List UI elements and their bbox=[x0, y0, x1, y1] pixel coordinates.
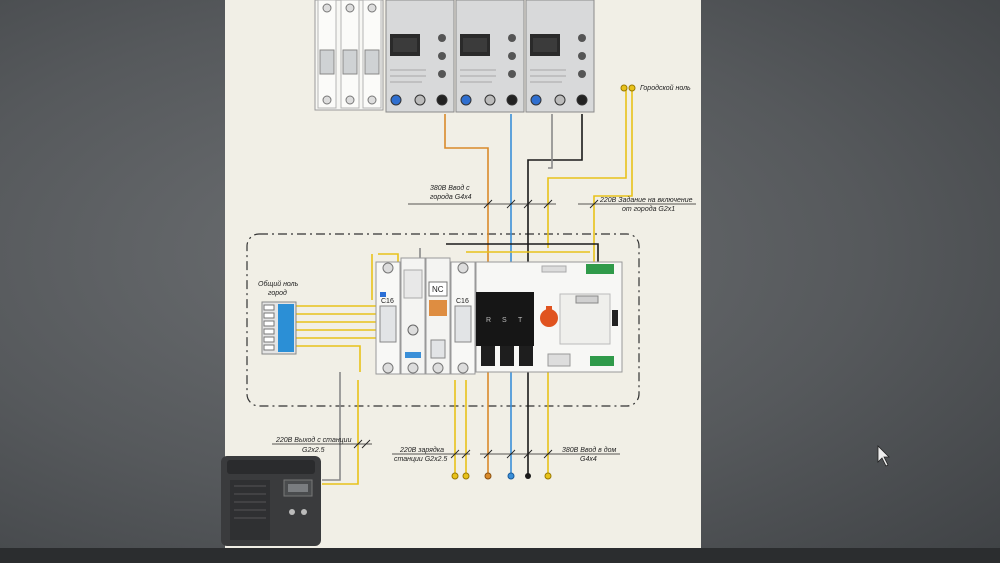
voltage-relay-icon bbox=[455, 0, 525, 113]
city-neutral-terminals bbox=[620, 84, 636, 92]
input-380-label-2: города G4x4 bbox=[430, 193, 472, 201]
breaker-left-icon bbox=[375, 261, 401, 375]
power-station-icon bbox=[221, 456, 321, 546]
phase-r-label: R bbox=[486, 317, 491, 324]
input-home-label-2: G4x4 bbox=[580, 456, 597, 463]
enclosure-border bbox=[246, 233, 640, 407]
phase-t-label: T bbox=[518, 317, 523, 324]
time-relay-icon bbox=[400, 257, 426, 375]
output-terminals bbox=[451, 472, 552, 480]
breaker-right-label: C16 bbox=[456, 298, 469, 305]
charge-220-label-2: станции G2x2.5 bbox=[394, 456, 447, 463]
breaker-left-label: C16 bbox=[381, 298, 394, 305]
common-neutral-label-1: Общий ноль bbox=[258, 280, 299, 288]
monitor-bezel bbox=[0, 548, 1000, 563]
voltage-relay-icon bbox=[525, 0, 595, 113]
mouse-cursor-icon[interactable] bbox=[877, 445, 890, 467]
cable-ticks bbox=[353, 199, 599, 459]
out-220-label-1: 220В Выход с станции bbox=[275, 436, 352, 444]
task-220-label-1: 220В Задание на включение bbox=[599, 196, 693, 204]
label-leaders bbox=[272, 203, 696, 455]
phase-s-label: S bbox=[502, 317, 507, 324]
contact-module-icon bbox=[425, 257, 451, 375]
input-380-label-1: 380В Ввод с bbox=[430, 184, 470, 192]
city-neutral-label: Городской ноль bbox=[640, 84, 691, 92]
terminal-block-icon bbox=[261, 301, 297, 355]
ats-switch-icon bbox=[475, 261, 623, 373]
task-220-label-2: от города G2x1 bbox=[622, 205, 675, 213]
common-neutral-label-2: город bbox=[268, 289, 287, 297]
charge-220-label-1: 220В зарядка bbox=[399, 446, 444, 454]
breaker-right-icon bbox=[450, 261, 476, 375]
voltage-relay-icon bbox=[385, 0, 455, 113]
input-home-label-1: 380В Ввод в дом bbox=[562, 446, 617, 454]
contact-nc-label: NC bbox=[432, 285, 444, 294]
top-breakers-icon bbox=[314, 0, 384, 111]
out-220-label-2: G2x2.5 bbox=[302, 447, 325, 454]
